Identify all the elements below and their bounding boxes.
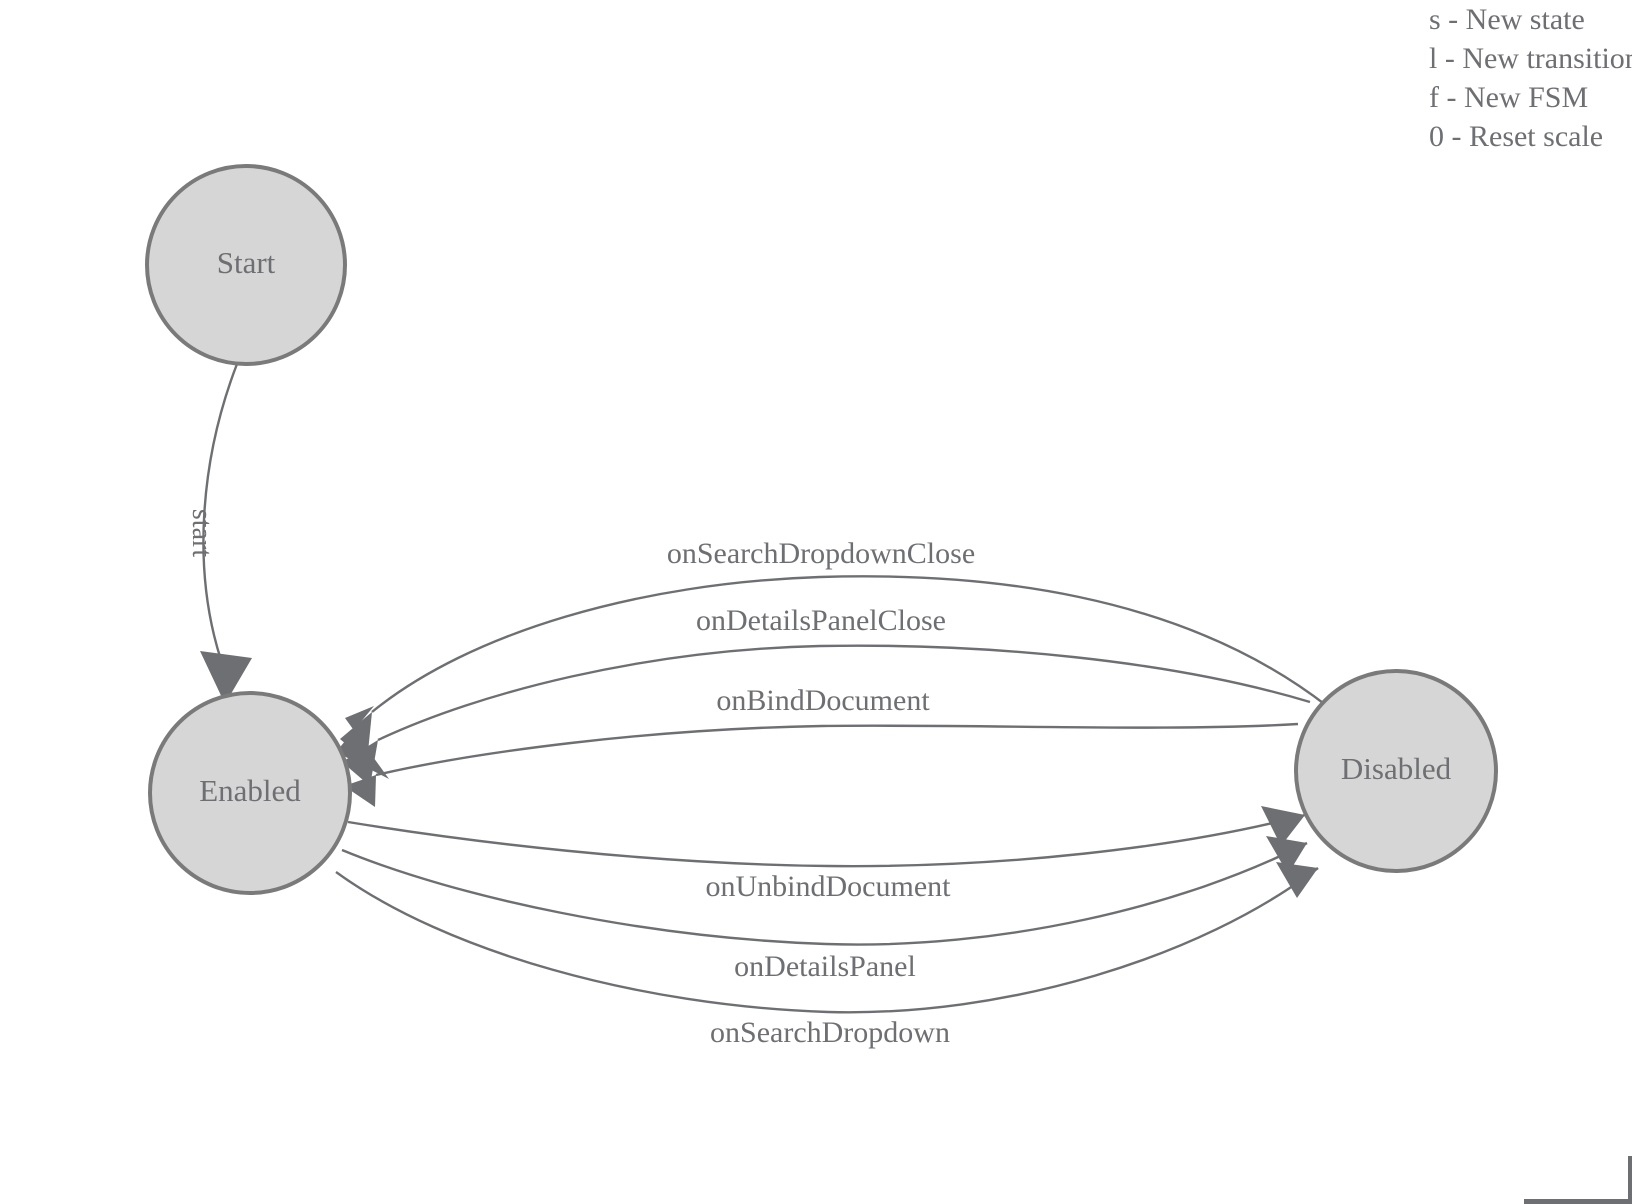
- edge-label-onBindDocument: onBindDocument: [716, 684, 930, 717]
- node-start-label: Start: [217, 245, 276, 280]
- edge-label-onSearchDropdown: onSearchDropdown: [710, 1016, 950, 1049]
- edge-onSearchDropdownClose[interactable]: [371, 575, 1328, 713]
- edge-onUnbindDocument[interactable]: [347, 813, 1306, 868]
- edge-label-onSearchDropdownClose: onSearchDropdownClose: [667, 537, 975, 570]
- vertical-scrollbar-thumb[interactable]: [1628, 1156, 1632, 1204]
- node-start[interactable]: Start: [145, 164, 347, 366]
- arrow-head-into-disabled-1: [1261, 806, 1305, 846]
- edge-onBindDocument[interactable]: [375, 722, 1299, 777]
- legend-line-new-state: s - New state: [1429, 3, 1585, 36]
- edge-start[interactable]: [202, 363, 239, 661]
- arrow-head-into-disabled-3: [1276, 862, 1318, 898]
- legend-line-reset-scale: 0 - Reset scale: [1429, 120, 1604, 153]
- edge-label-start: start: [186, 509, 217, 557]
- keyboard-shortcut-legend: s - New state l - New transition f - New…: [1429, 0, 1632, 156]
- edge-onSearchDropdown[interactable]: [335, 867, 1319, 1014]
- edge-label-onUnbindDocument: onUnbindDocument: [706, 870, 952, 903]
- node-enabled[interactable]: Enabled: [148, 691, 352, 895]
- arrow-head-into-enabled-cluster: [336, 706, 389, 779]
- edge-onDetailsPanel[interactable]: [341, 841, 1308, 946]
- legend-line-new-transition: l - New transition: [1429, 42, 1632, 75]
- edge-onDetailsPanelClose[interactable]: [377, 644, 1311, 742]
- edge-label-onDetailsPanelClose: onDetailsPanelClose: [696, 604, 946, 637]
- node-disabled[interactable]: Disabled: [1294, 669, 1498, 873]
- arrow-head-start-to-enabled: [200, 651, 252, 704]
- node-disabled-label: Disabled: [1341, 751, 1452, 786]
- horizontal-scrollbar-thumb[interactable]: [1524, 1199, 1632, 1204]
- edge-label-onDetailsPanel: onDetailsPanel: [734, 950, 916, 983]
- legend-line-new-fsm: f - New FSM: [1429, 81, 1589, 114]
- arrow-head-into-enabled-3: [344, 775, 376, 807]
- arrow-head-into-disabled-2: [1266, 836, 1307, 874]
- node-enabled-label: Enabled: [199, 773, 301, 808]
